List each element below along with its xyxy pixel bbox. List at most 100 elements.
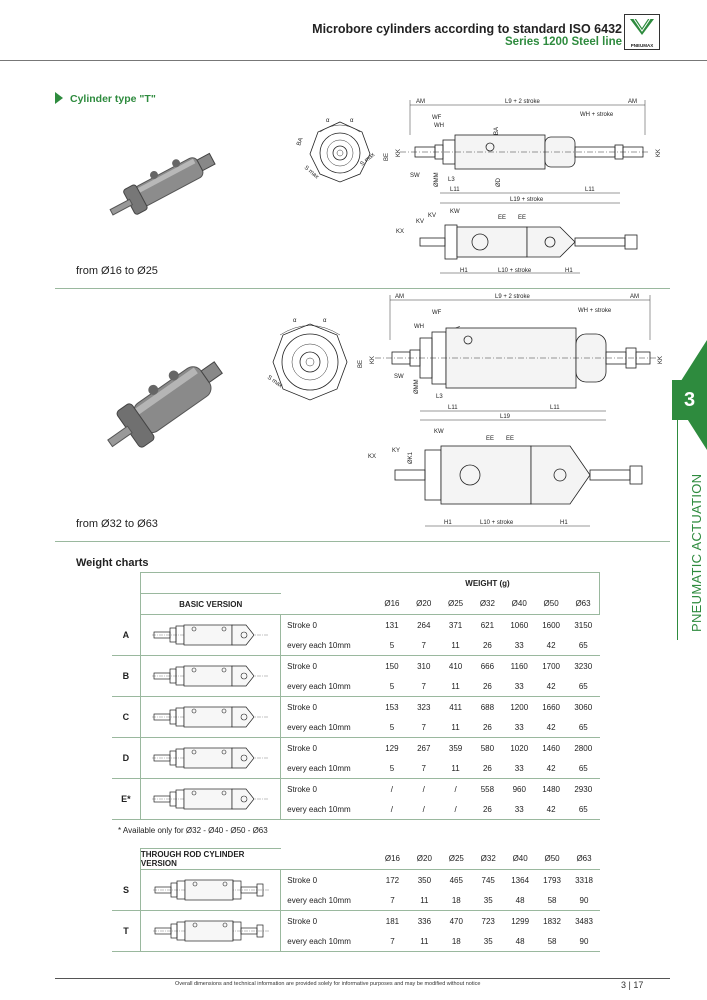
dim-alpha-2: α (350, 118, 354, 124)
dim-kk-left: KK (396, 149, 402, 157)
dim-d: ØD (496, 177, 502, 187)
diam-header: Ø20 (408, 848, 441, 870)
weight-value: 150 (385, 661, 399, 671)
stroke0-label: Stroke 0 (280, 696, 376, 717)
dim-sw-l: SW (394, 374, 404, 380)
cylinder-drawing-icon (152, 747, 269, 769)
dim-kk-left-l: KK (370, 356, 376, 364)
footer-rule (55, 978, 670, 979)
weight-value: 1020 (510, 743, 529, 753)
weight-value: 359 (448, 743, 463, 753)
dim-kw-l: KW (434, 429, 444, 435)
every10-label: every each 10mm (280, 799, 376, 820)
weight-value: 1660 (542, 702, 560, 712)
cylinder-drawing-icon (152, 879, 269, 901)
weight-value: 3318 (575, 875, 593, 885)
dim-am-right: AM (628, 99, 637, 105)
every10-label: every each 10mm (280, 635, 376, 656)
weight-value: 1060 (510, 620, 529, 630)
dim-kx: KX (396, 229, 404, 235)
weight-increment: 58 (536, 931, 569, 952)
weight-increment: 7 (376, 890, 409, 911)
every10-label: every each 10mm (280, 676, 376, 697)
diam-header: Ø63 (567, 593, 601, 615)
dim-l10: L10 + stroke (498, 268, 532, 274)
weight-value: 1299 (511, 916, 530, 926)
dim-l3: L3 (448, 177, 455, 183)
weight-value: 580 (480, 743, 495, 753)
weight-increment: / (376, 799, 408, 820)
page-number: 3 | 17 (621, 980, 644, 990)
weight-increment: 18 (440, 890, 473, 911)
row-drawing (139, 869, 281, 911)
row-label: D (112, 737, 141, 779)
weight-value: 1480 (542, 784, 560, 794)
weight-value: 3060 (574, 702, 593, 712)
dim-h1-right-l: H1 (560, 520, 568, 526)
cylinder-drawing-icon (152, 706, 269, 728)
row-drawing (139, 910, 281, 952)
diam-header: Ø40 (503, 593, 536, 615)
side-tab-number: 3 (672, 380, 707, 420)
caption-small-range: from Ø16 to Ø25 (76, 265, 158, 277)
weight-increment: 18 (440, 931, 473, 952)
row-label: S (112, 869, 141, 911)
cylinder-drawing-icon (152, 624, 269, 646)
dim-wh-stroke: WH + stroke (580, 112, 614, 118)
weight-increment: 26 (471, 799, 504, 820)
weight-increment: 7 (407, 758, 440, 779)
weight-value: 688 (480, 702, 495, 712)
row-label: A (112, 614, 141, 656)
weight-increment: / (439, 799, 472, 820)
diam-header: Ø63 (568, 848, 600, 870)
footer-note: Overall dimensions and technical informa… (175, 981, 481, 987)
dim-ee-1-l: EE (486, 436, 494, 442)
weight-value: 410 (448, 661, 463, 671)
cylinder-photo-small (109, 152, 216, 216)
weight-increment: 5 (376, 758, 408, 779)
dim-wf-l: WF (432, 310, 442, 316)
dim-kx-l: KX (368, 454, 376, 460)
dim-am-left-l: AM (395, 294, 404, 300)
section-marker-icon (55, 92, 63, 104)
divider-1 (55, 288, 670, 289)
weight-value: 310 (417, 661, 431, 671)
dim-dk-l: ØK1 (408, 451, 414, 464)
weight-value: 1700 (542, 661, 560, 671)
pneumax-mark-icon (630, 18, 654, 35)
weight-value: 666 (480, 661, 495, 671)
row-label: B (112, 655, 141, 697)
weight-increment: 11 (439, 676, 472, 697)
weight-value: 411 (449, 702, 462, 712)
through-version-label: THROUGH ROD CYLINDER VERSION (139, 848, 281, 870)
dim-l11-left-l: L11 (448, 405, 458, 411)
weight-increment: 42 (535, 758, 568, 779)
dim-l19: L19 + stroke (510, 197, 544, 203)
dim-alpha-1: α (326, 118, 330, 124)
stroke0-label: Stroke 0 (280, 655, 376, 676)
weight-value: 129 (385, 743, 399, 753)
dim-am-right-l: AM (630, 294, 639, 300)
weight-value: / (454, 784, 457, 794)
weight-value: 3483 (575, 916, 593, 926)
row-drawing (139, 778, 281, 820)
dim-h1-left-l: H1 (444, 520, 452, 526)
weight-increment: 65 (567, 635, 600, 656)
page-title: Microbore cylinders according to standar… (312, 22, 622, 36)
weight-value: 1460 (542, 743, 560, 753)
every10-label: every each 10mm (280, 717, 376, 738)
dim-kv: KV (428, 213, 436, 219)
weight-increment: 33 (503, 635, 536, 656)
weight-value: / (390, 784, 394, 794)
diam-header: Ø16 (376, 848, 409, 870)
dim-l9: L9 + 2 stroke (505, 99, 541, 105)
weight-increment: 42 (535, 799, 568, 820)
diam-header: Ø50 (535, 593, 568, 615)
weight-value: 181 (385, 916, 400, 926)
dim-wf: WF (432, 115, 442, 121)
every10-label: every each 10mm (280, 758, 376, 779)
weight-value: / (422, 784, 425, 794)
weight-increment: 5 (376, 635, 408, 656)
